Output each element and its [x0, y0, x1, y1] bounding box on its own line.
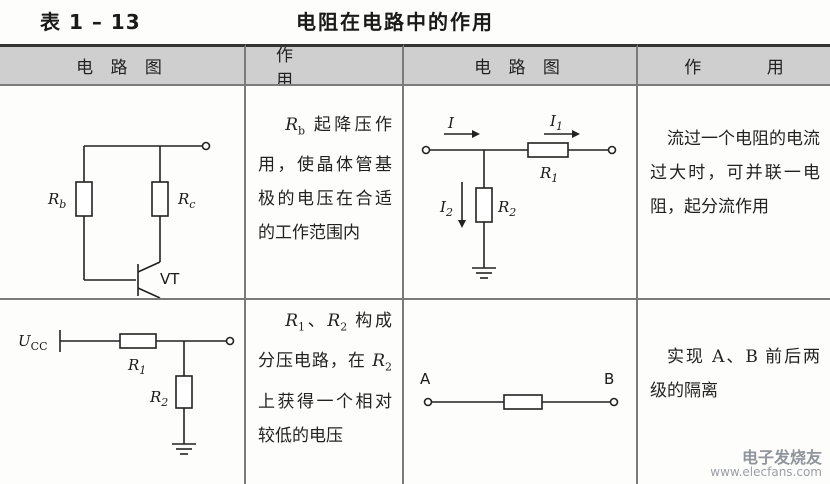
table-number: 表 1 – 13 [40, 10, 141, 34]
label-rc: Rc [177, 190, 195, 211]
label-rb: Rb [47, 190, 66, 211]
function-shunt-text: 流过一个电阻的电流过大时，可并联一电阻，起分流作用 [650, 129, 820, 217]
circuit-isolation: A B [404, 300, 638, 484]
watermark-url: www.elecfans.com [710, 465, 822, 479]
label-vt: VT [160, 270, 180, 288]
shunt-circuit-diagram: I I1 R1 I2 R2 [421, 112, 617, 279]
function-divider-text: R1、R2 构成分压电路，在 R2 上获得一个相对较低的电压 [258, 311, 392, 446]
function-isolation: 实现 A、B 前后两级的隔离 [638, 300, 830, 484]
label-i1: I1 [549, 112, 563, 133]
col-header-function-2: 作 用 [638, 44, 830, 86]
label-b: B [604, 370, 614, 388]
label-r1: R1 [539, 164, 558, 185]
circuit-shunt: I I1 R1 I2 R2 [404, 86, 638, 300]
table-title: 电阻在电路中的作用 [296, 10, 494, 34]
label-r2: R2 [497, 198, 516, 219]
function-bias-text: Rb 起降压作用，使晶体管基极的电压在合适的工作范围内 [258, 115, 393, 244]
circuit-divider: UCC R1 R2 [0, 300, 246, 484]
watermark-cn: 电子发烧友 [741, 448, 822, 467]
circuit-bias: Rb Rc VT [0, 86, 246, 300]
function-shunt: 流过一个电阻的电流过大时，可并联一电阻，起分流作用 [638, 86, 830, 300]
isolation-circuit-diagram: A B [420, 370, 619, 410]
col-header-circuit-2: 电 路 图 [404, 44, 638, 86]
function-divider: R1、R2 构成分压电路，在 R2 上获得一个相对较低的电压 [246, 300, 404, 484]
function-bias: Rb 起降压作用，使晶体管基极的电压在合适的工作范围内 [246, 86, 404, 300]
label-i2: I2 [439, 198, 453, 219]
title-row: 表 1 – 13 电阻在电路中的作用 [0, 0, 830, 44]
label-i: I [447, 114, 455, 132]
watermark: 电子发烧友 www.elecfans.com [710, 450, 822, 480]
label-a: A [420, 370, 431, 388]
divider-circuit-diagram: UCC R1 R2 [18, 330, 235, 455]
label-r2-divider: R2 [149, 388, 168, 409]
col-header-circuit-1: 电 路 图 [0, 44, 246, 86]
resistor-table: 电 路 图 作 用 电 路 图 作 用 Rb Rc VT [0, 44, 830, 484]
function-isolation-text: 实现 A、B 前后两级的隔离 [650, 347, 820, 401]
label-ucc: UCC [18, 332, 48, 353]
bias-circuit-diagram: Rb Rc VT [47, 141, 211, 298]
col-header-function-1: 作 用 [246, 44, 404, 86]
label-r1-divider: R1 [127, 356, 146, 377]
